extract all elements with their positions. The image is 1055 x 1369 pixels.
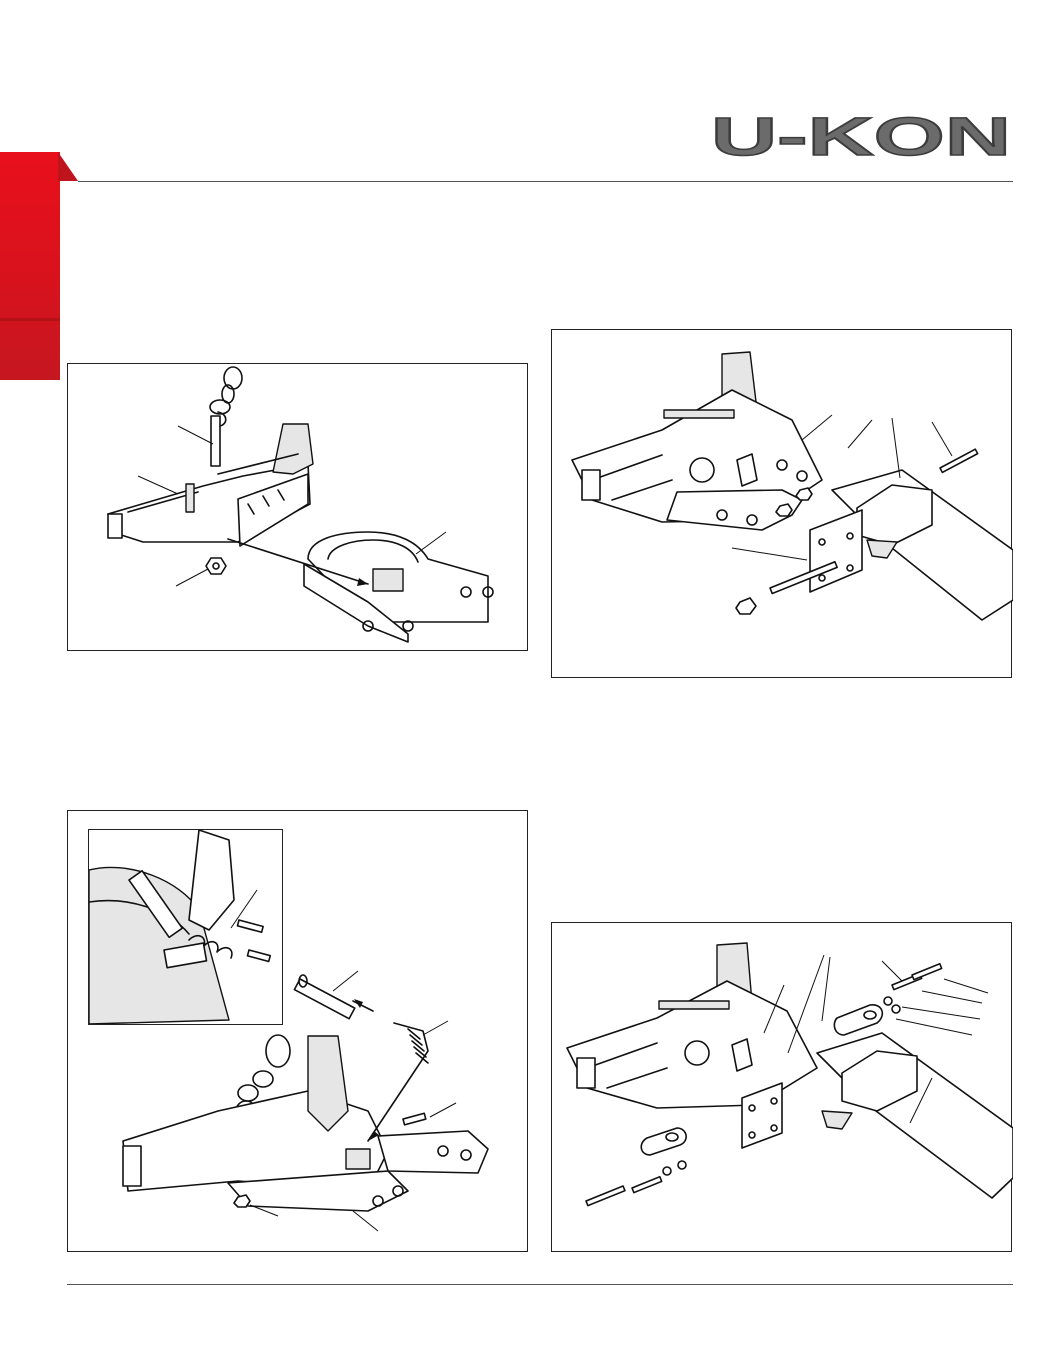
section-tab-divider (0, 318, 60, 321)
arrowhead (357, 578, 368, 586)
detail-inset (88, 829, 283, 1025)
figure-1 (67, 363, 528, 651)
leader-line (137, 475, 179, 495)
leader-line (175, 568, 209, 587)
bolt (735, 560, 838, 615)
hex-nut (233, 1194, 251, 1208)
latch-pin (293, 974, 356, 1020)
leader-line (352, 1210, 379, 1232)
bolt (402, 1112, 427, 1126)
leader-line (821, 956, 831, 1022)
washers (662, 996, 901, 1176)
drawbar-eye-lower (640, 1127, 687, 1156)
base-plate (303, 531, 494, 643)
brand-logo-text: U-KON (711, 110, 1011, 158)
tab-corner-notch (58, 152, 78, 181)
leader-line (901, 1006, 981, 1020)
arrowhead (368, 1131, 379, 1141)
figure-1-drawing (107, 366, 494, 643)
figure-4-drawing (566, 942, 1013, 1207)
figure-3-drawing (122, 970, 489, 1232)
leader-line (943, 978, 989, 994)
figure-2 (551, 329, 1013, 678)
drawbar-tube (809, 469, 1013, 621)
leader-line (787, 954, 825, 1054)
coupler-assembly (566, 942, 818, 1109)
brand-logo: U-KON (710, 110, 1012, 158)
bolt-upper (939, 448, 979, 474)
coupler-body (122, 1035, 489, 1212)
bolts (585, 962, 943, 1207)
chain-ring (209, 366, 243, 415)
leader-line (931, 421, 953, 457)
hitch-pin (210, 411, 227, 467)
section-color-tab (0, 152, 60, 380)
coupler-assembly (571, 351, 823, 531)
leader-line (763, 984, 785, 1034)
drawbar-tube (741, 1032, 1013, 1199)
leader-line (921, 990, 983, 1004)
figure-4 (551, 922, 1013, 1252)
coupler-head (107, 423, 314, 547)
leader-line (891, 417, 901, 479)
figure-2-drawing (571, 351, 1013, 621)
leader-line (332, 970, 359, 992)
leader-line (429, 1102, 457, 1118)
leader-line (177, 425, 214, 445)
leader-line (881, 960, 903, 982)
leader-line (909, 1077, 933, 1124)
assembly-arrow (367, 1022, 429, 1142)
compression-spring (407, 1028, 429, 1064)
leader-line (895, 1018, 973, 1036)
assembly-arrow (352, 1000, 374, 1012)
arrowhead (354, 999, 363, 1008)
hex-nut (205, 557, 227, 575)
inset-drawing (89, 830, 272, 1024)
footer-rule (67, 1284, 1013, 1285)
header-rule (78, 181, 1013, 182)
drawbar-eye-upper (833, 1004, 884, 1036)
leader-line (249, 1204, 279, 1217)
leader-line (422, 1020, 449, 1036)
leader-line (731, 547, 808, 561)
leader-line (801, 414, 833, 441)
leader-line (847, 419, 873, 449)
assembly-arrow (227, 538, 369, 585)
nuts (775, 487, 813, 517)
leader-line (415, 531, 447, 555)
figure-3 (67, 810, 528, 1252)
